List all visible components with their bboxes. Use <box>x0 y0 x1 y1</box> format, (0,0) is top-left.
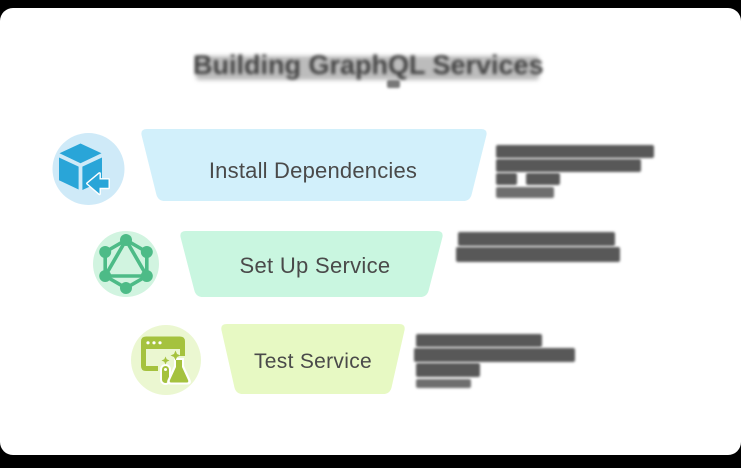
svg-text:Install Dependencies: Install Dependencies <box>209 158 417 183</box>
svg-text:Test Service: Test Service <box>254 350 372 373</box>
svg-text:Set Up Service: Set Up Service <box>240 253 391 278</box>
